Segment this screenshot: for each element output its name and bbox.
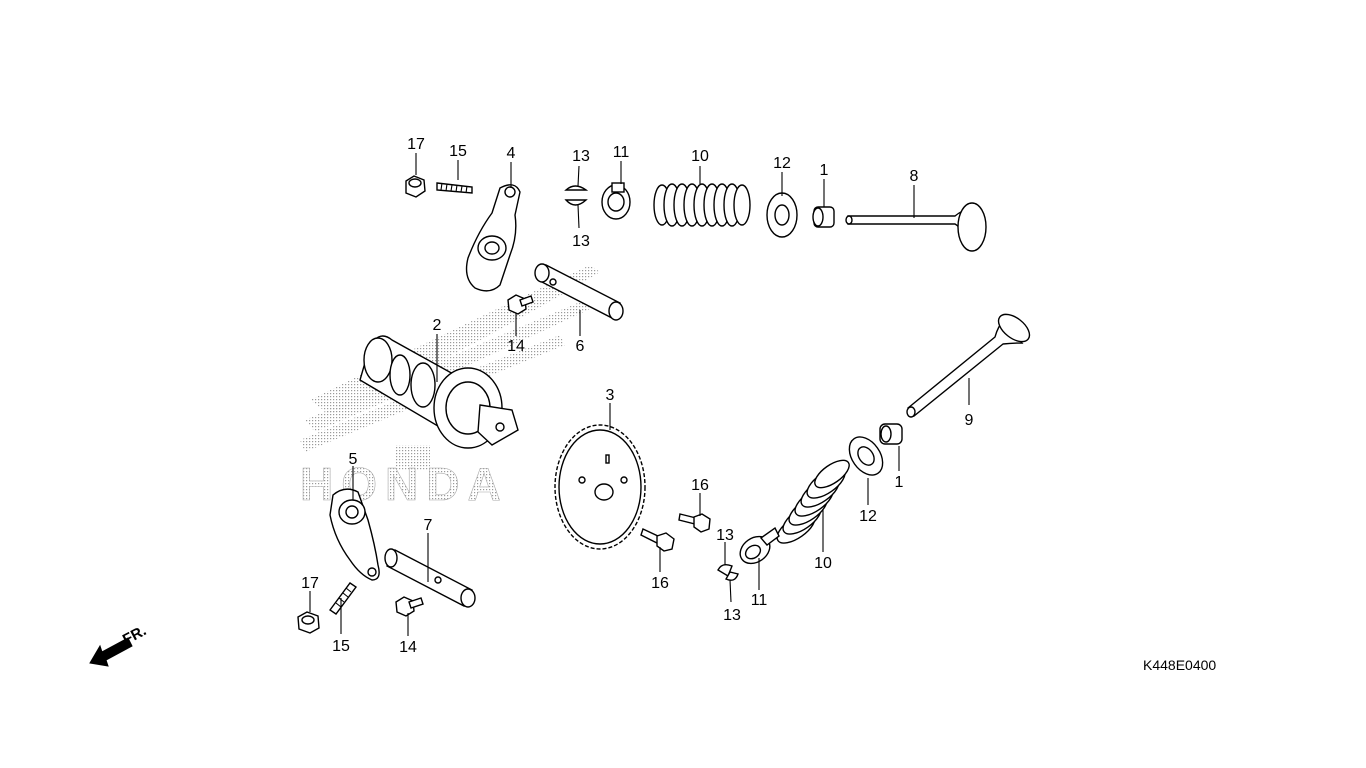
diagram-code: K448E0400 xyxy=(1143,657,1216,673)
spring-retainer-12-upper xyxy=(766,192,798,238)
bolt-16-lower xyxy=(640,528,675,552)
valve-seal-11-upper xyxy=(601,182,631,220)
callout-11-lower: 11 xyxy=(751,592,768,609)
adjusting-screw-15-upper xyxy=(436,182,473,194)
callout-13-lower-top: 13 xyxy=(716,527,734,544)
exhaust-valve-9 xyxy=(906,313,1031,418)
callout-1-upper: 1 xyxy=(820,162,829,179)
front-direction-indicator: FR. xyxy=(89,622,149,667)
callout-8: 8 xyxy=(910,168,919,185)
cotter-13-lower xyxy=(717,563,739,581)
front-arrow-icon xyxy=(89,637,133,667)
callout-10-lower: 10 xyxy=(814,555,832,572)
callout-12-upper: 12 xyxy=(773,155,791,172)
cam-sprocket-3 xyxy=(554,424,646,550)
rocker-arm-5 xyxy=(329,488,380,581)
intake-valve-8 xyxy=(845,202,987,252)
callout-4: 4 xyxy=(507,145,516,162)
callout-13-upper-bottom: 13 xyxy=(572,233,590,250)
callout-14-upper: 14 xyxy=(507,338,525,355)
callout-5: 5 xyxy=(349,451,358,468)
adjusting-screw-15-lower xyxy=(328,582,358,615)
callout-12-lower: 12 xyxy=(859,508,877,525)
valve-spring-10-lower xyxy=(776,459,850,544)
callout-10-upper: 10 xyxy=(691,148,709,165)
nut-17-lower xyxy=(297,611,320,634)
callout-9: 9 xyxy=(965,412,974,429)
collar-1-upper xyxy=(812,206,835,228)
nut-17-upper xyxy=(405,175,426,198)
bolt-14-lower xyxy=(395,596,424,617)
rocker-shaft-6 xyxy=(534,263,624,321)
callout-3: 3 xyxy=(606,387,615,404)
callout-2: 2 xyxy=(433,317,442,334)
cotter-13-upper xyxy=(564,185,589,206)
callout-11-upper: 11 xyxy=(613,144,630,161)
callout-13-lower-bottom: 13 xyxy=(723,607,741,624)
bolt-16-upper xyxy=(678,513,711,533)
callout-17-upper: 17 xyxy=(407,136,425,153)
callout-13-upper-top: 13 xyxy=(572,148,590,165)
rocker-arm-4 xyxy=(465,184,521,292)
callout-numbers: 17 15 4 13 11 10 12 1 8 13 2 14 6 9 3 5 … xyxy=(301,136,973,656)
callout-1-lower: 1 xyxy=(895,474,904,491)
rocker-shaft-7 xyxy=(384,548,476,608)
camshaft-2 xyxy=(359,335,519,449)
collar-1-lower xyxy=(879,423,903,445)
callout-15-lower: 15 xyxy=(332,638,350,655)
callout-16-upper: 16 xyxy=(691,477,709,494)
callout-17-lower: 17 xyxy=(301,575,319,592)
callout-7: 7 xyxy=(424,517,433,534)
spring-retainer-12-lower xyxy=(848,436,884,476)
callout-15-upper: 15 xyxy=(449,143,467,160)
valve-spring-10-upper xyxy=(653,183,751,227)
callout-16-lower: 16 xyxy=(651,575,669,592)
valve-seal-11-lower xyxy=(739,526,780,565)
leader-lines xyxy=(309,153,970,636)
callout-6: 6 xyxy=(576,338,585,355)
bolt-14-upper xyxy=(507,294,534,315)
callout-14-lower: 14 xyxy=(399,639,417,656)
